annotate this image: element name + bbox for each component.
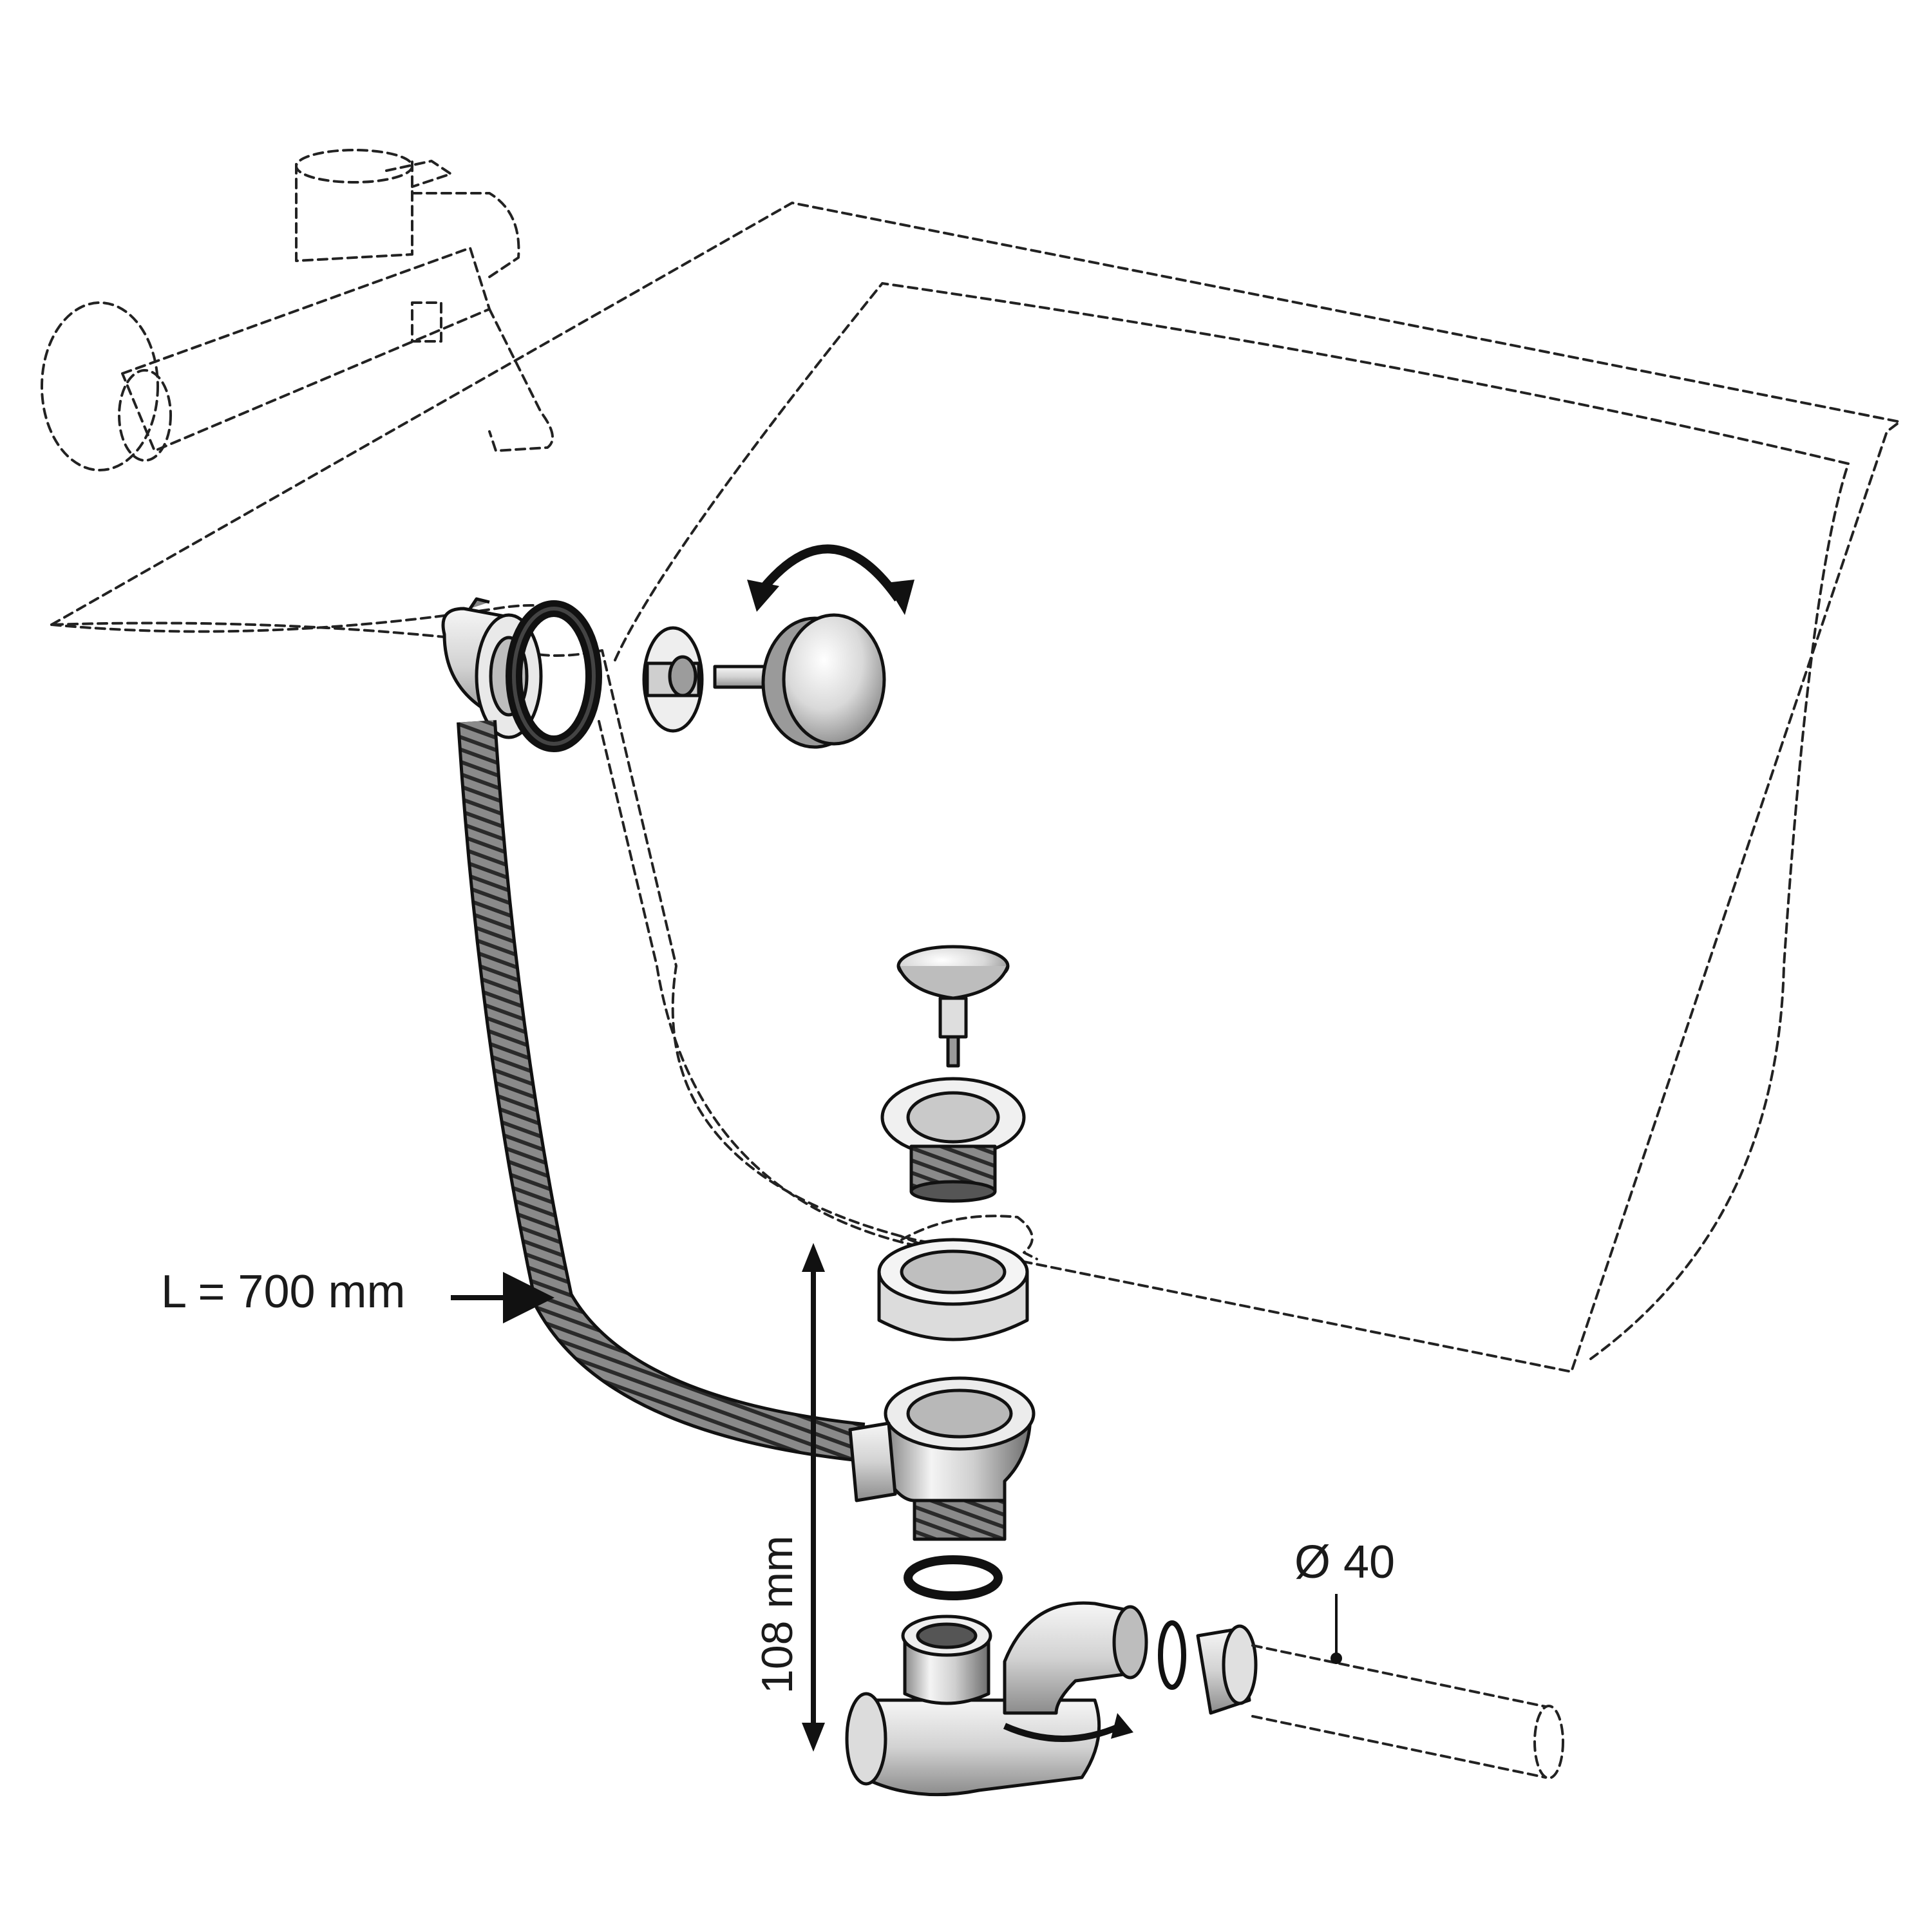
overflow-spindle-plate [642,626,704,733]
diameter-annotation: Ø 40 [1294,1537,1395,1664]
click-clack-plug [896,945,1010,1068]
overflow-assembly [441,544,914,752]
bottle-trap [845,1601,1148,1797]
height-annotation: 108 mm [753,1243,825,1752]
bathtub-outline [50,202,1901,1373]
drain-column [845,945,1564,1797]
vertical-double-arrow-icon [802,1243,825,1752]
outlet-pipe-outline [1251,1644,1564,1779]
hose-length-annotation: L = 700 mm [161,1266,554,1323]
hose-length-label: L = 700 mm [161,1266,406,1318]
waste-flange [880,1077,1026,1203]
o-ring [904,1555,1003,1600]
height-label: 108 mm [753,1535,802,1694]
overflow-spindle-rod [713,665,768,689]
curved-double-arrow-icon [747,544,914,615]
diameter-label: Ø 40 [1294,1537,1395,1588]
overflow-rotary-cap [761,613,886,749]
outlet-nut [1158,1620,1258,1715]
corrugated-hose [457,720,866,1463]
wall-mixer-outline [41,149,554,471]
sealing-washer [877,1238,1029,1341]
waste-body [848,1376,1036,1541]
overflow-gasket [506,600,602,752]
